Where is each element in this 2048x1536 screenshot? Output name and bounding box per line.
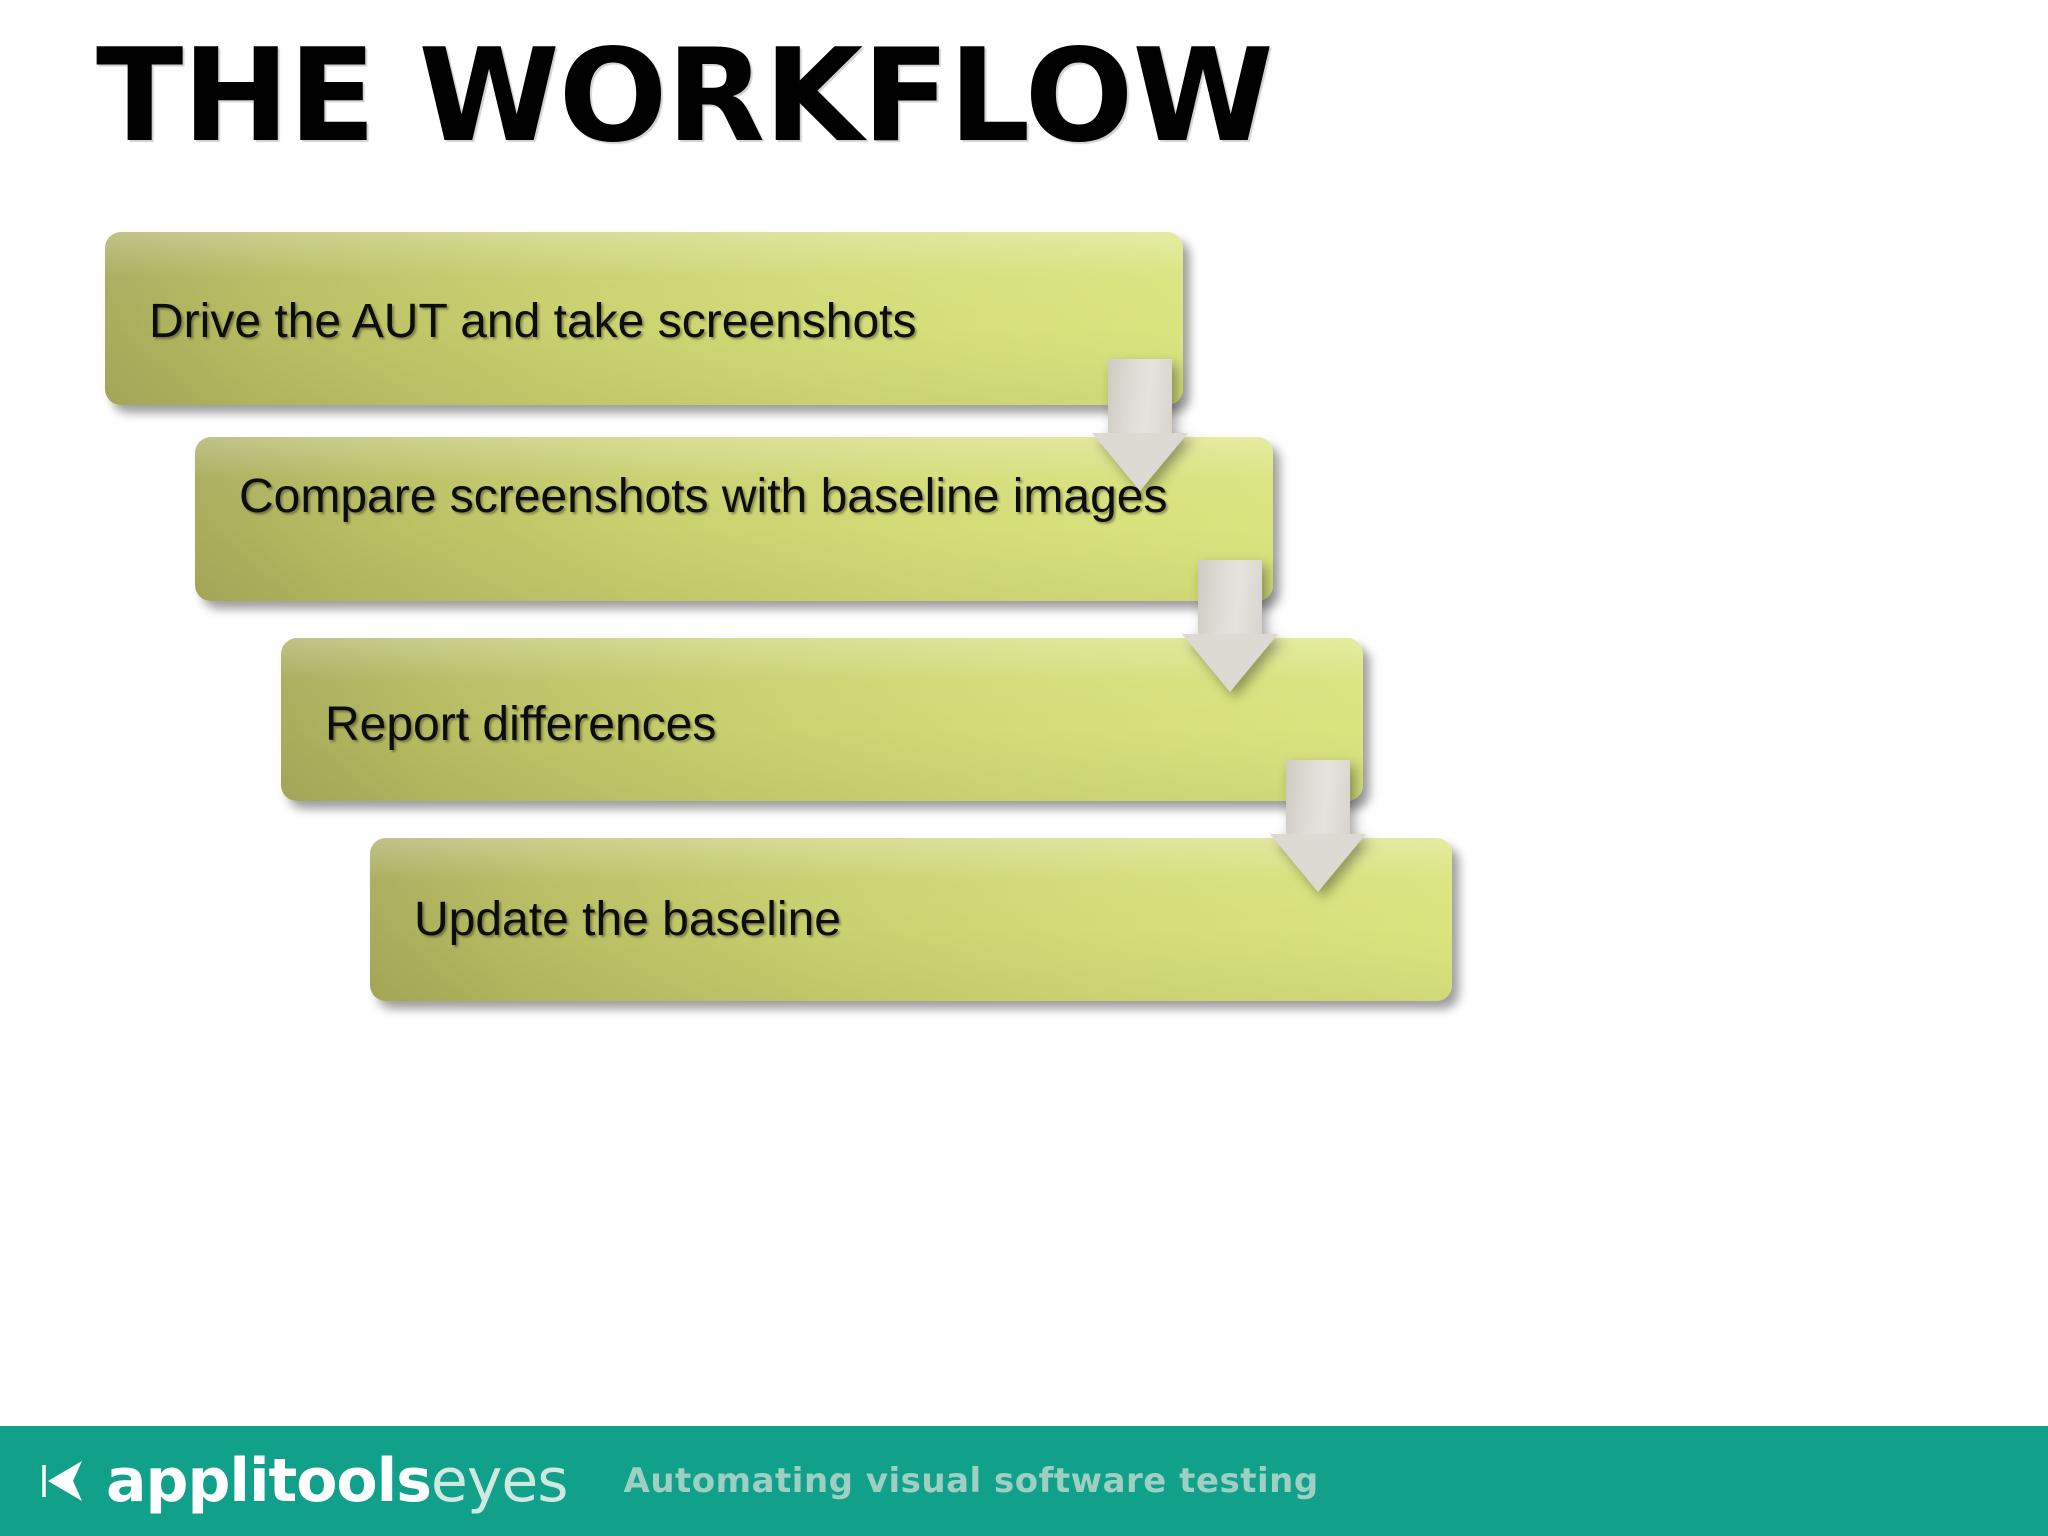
page-title: THE WORKFLOW [96, 22, 1274, 171]
arrow-head [1182, 634, 1278, 692]
arrow-shaft [1108, 359, 1172, 433]
brand-primary: applitools [106, 1446, 432, 1516]
workflow-diagram: Drive the AUT and take screenshots Compa… [105, 232, 1452, 1001]
flow-step-3-label: Report differences [325, 698, 717, 751]
arrow-shaft [1286, 760, 1350, 834]
arrow-down-icon [1182, 560, 1278, 692]
arrow-head [1092, 433, 1188, 491]
flow-step-1-label: Drive the AUT and take screenshots [149, 295, 917, 348]
arrow-shaft [1198, 560, 1262, 634]
flow-step-1[interactable]: Drive the AUT and take screenshots [105, 232, 1183, 405]
applitools-arrow-mark-icon [42, 1461, 82, 1501]
footer-tagline: Automating visual software testing [623, 1461, 1319, 1501]
arrow-down-icon [1270, 760, 1366, 892]
brand-wordmark: applitoolseyes [106, 1451, 569, 1511]
flow-step-2-label: Compare screenshots with baseline images [239, 470, 1168, 523]
brand-secondary: eyes [430, 1446, 569, 1516]
flow-step-4-label: Update the baseline [414, 893, 841, 946]
footer-bar: applitoolseyes Automating visual softwar… [0, 1426, 2048, 1536]
arrow-head [1270, 834, 1366, 892]
arrow-down-icon [1092, 359, 1188, 491]
